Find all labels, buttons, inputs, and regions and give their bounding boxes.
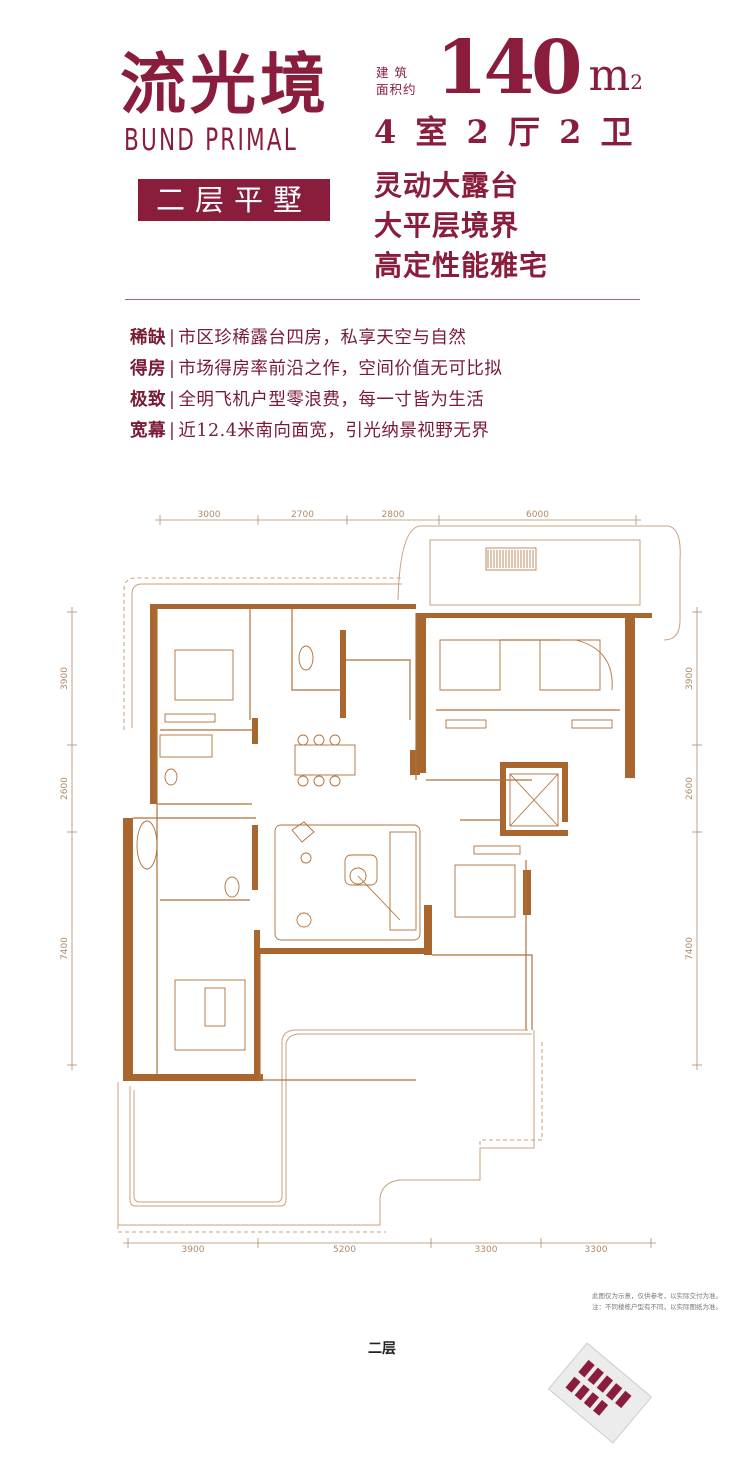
disclaimer-line: 注：不同楼栋户型有不同，以实际图纸为准。 xyxy=(592,1303,722,1311)
dimension-lines xyxy=(67,515,702,1248)
area-label-line1: 建 筑 xyxy=(376,65,408,80)
area-unit-text: m xyxy=(588,50,631,101)
dimension-label: 3900 xyxy=(60,667,70,690)
room-layout: 4 室 2 厅 2 卫 xyxy=(374,113,635,151)
dimension-label: 3300 xyxy=(585,1245,608,1255)
feature-label: 稀缺 xyxy=(130,328,166,348)
dimension-label: 3000 xyxy=(198,510,221,520)
floor-caption: 二层 xyxy=(368,1341,396,1357)
dimension-label: 7400 xyxy=(685,937,695,960)
dimension-label: 5200 xyxy=(333,1245,356,1255)
balcony-grille xyxy=(485,547,537,571)
dimension-label: 3900 xyxy=(182,1245,205,1255)
disclaimer: 此图仅为示意，仅供参考，以实际交付为准。 注：不同楼栋户型有不同，以实际图纸为准… xyxy=(552,1291,722,1313)
dimension-label: 7400 xyxy=(60,937,70,960)
feature-text: 近12.4米南向面宽，引光纳景视野无界 xyxy=(178,421,490,441)
dimension-label: 2800 xyxy=(382,510,405,520)
feature-text: 市场得房率前沿之作，空间价值无可比拟 xyxy=(178,359,503,379)
furniture xyxy=(136,639,613,1051)
feature-item: 极致|全明飞机户型零浪费，每一寸皆为生活 xyxy=(130,390,485,410)
area-value: 140 xyxy=(436,25,582,111)
feature-label: 宽幕 xyxy=(130,421,166,441)
dimension-label: 3300 xyxy=(475,1245,498,1255)
project-title: 流光境 xyxy=(120,45,330,123)
dimension-label: 2600 xyxy=(685,777,695,800)
walls xyxy=(123,604,652,1081)
bathtub xyxy=(136,820,158,870)
dimension-label: 6000 xyxy=(526,510,549,520)
thin-walls xyxy=(133,609,620,1081)
feature-item: 稀缺|市区珍稀露台四房，私享天空与自然 xyxy=(130,328,467,348)
area-label-line2: 面积约 xyxy=(376,82,417,97)
project-subtitle: BUND PRIMAL xyxy=(124,123,298,158)
dimension-label: 3900 xyxy=(685,667,695,690)
feature-text: 全明飞机户型零浪费，每一寸皆为生活 xyxy=(178,390,485,410)
living-rug xyxy=(274,824,421,941)
area-unit-sup: 2 xyxy=(630,70,643,94)
terrace-outline xyxy=(117,525,681,1233)
feature-label: 极致 xyxy=(130,390,166,410)
disclaimer-line: 此图仅为示意，仅供参考，以实际交付为准。 xyxy=(592,1292,722,1300)
feature-label: 得房 xyxy=(130,359,166,379)
slogan: 高定性能雅宅 xyxy=(374,249,549,282)
divider xyxy=(125,299,640,300)
area-label: 建 筑 面积约 xyxy=(376,64,420,98)
feature-text: 市区珍稀露台四房，私享天空与自然 xyxy=(178,328,467,348)
feature-item: 得房|市场得房率前沿之作，空间价值无可比拟 xyxy=(130,359,503,379)
bed-east xyxy=(454,864,516,918)
area-row: 建 筑 面积约 140 m2 xyxy=(376,30,643,106)
dining-table xyxy=(294,744,356,776)
site-plan-logo xyxy=(547,1342,653,1444)
floor-badge: 二层平墅 xyxy=(138,179,330,221)
slogan: 大平层境界 xyxy=(374,209,520,242)
feature-item: 宽幕|近12.4米南向面宽，引光纳景视野无界 xyxy=(130,421,490,441)
bed-master xyxy=(174,649,234,701)
dimension-label: 2700 xyxy=(291,510,314,520)
bed-southwest xyxy=(174,979,246,1051)
elevator xyxy=(509,773,559,827)
slogan: 灵动大露台 xyxy=(374,169,520,202)
area-unit: m2 xyxy=(588,46,642,106)
sofa xyxy=(389,831,417,931)
dimension-label: 2600 xyxy=(60,777,70,800)
